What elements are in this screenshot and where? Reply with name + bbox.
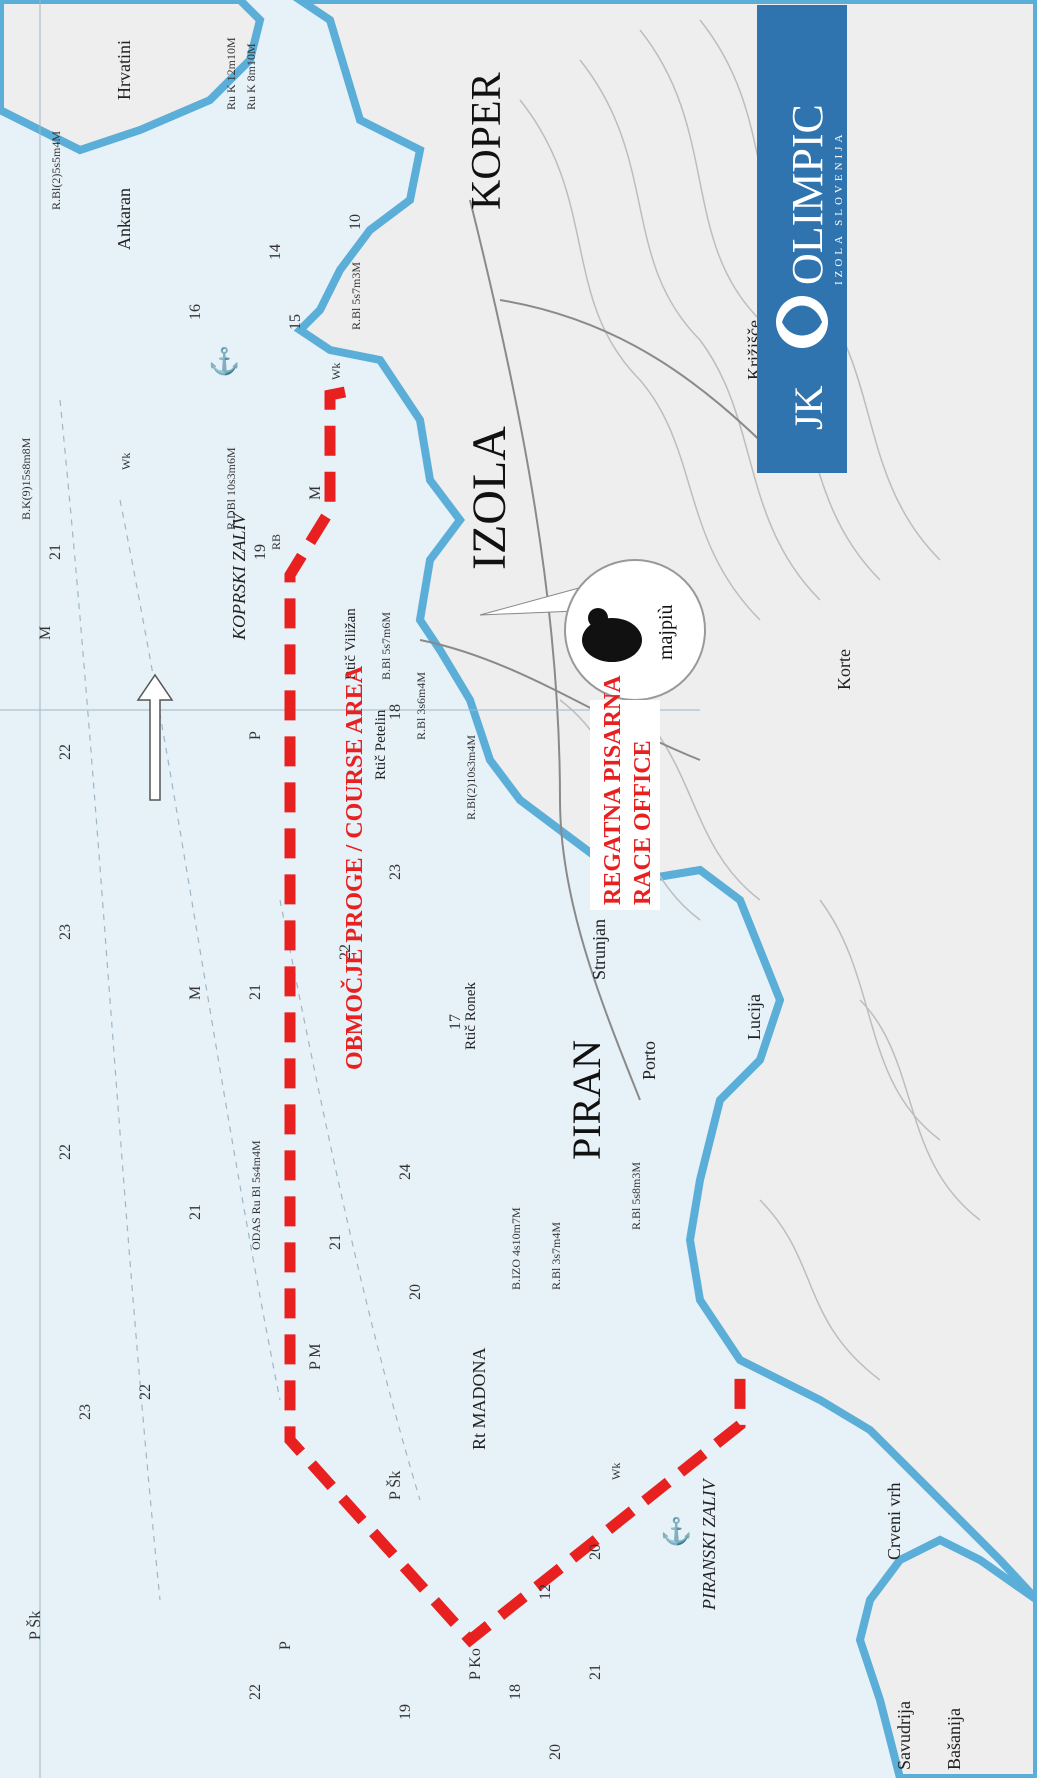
light-label: R.Bl 3s7m4M	[549, 1222, 563, 1290]
roads	[419, 199, 781, 1101]
bird-icon	[582, 618, 642, 662]
light-label: Ru K 8m10M	[244, 43, 258, 110]
depth-label: 17	[447, 1014, 464, 1030]
land-mainland	[292, 0, 1037, 1606]
light-label: R.Bl(2)5s5m4M	[49, 131, 63, 210]
depth-label: 22	[247, 1684, 264, 1700]
depth-label: 18	[387, 704, 404, 720]
race-office-line2: RACE OFFICE	[630, 740, 656, 905]
light-label: Wk	[329, 363, 343, 380]
town-label-ankaran: Ankaran	[114, 188, 134, 250]
town-label-savudrija: Savudrija	[894, 1701, 914, 1770]
depth-label: M	[307, 486, 324, 500]
town-label-crveni-vrh: Crveni vrh	[884, 1483, 904, 1560]
race-office-label-bg	[590, 700, 660, 910]
light-label: B.K(9)15s8m8M	[19, 437, 33, 520]
depth-label: M	[37, 626, 54, 640]
depth-label: P Šk	[385, 1471, 404, 1500]
light-label: Wk	[609, 1463, 623, 1480]
depth-label: 23	[387, 864, 404, 880]
course-area-boundary	[284, 386, 746, 1648]
cape-label-petelin: Rtič Petelin	[373, 709, 389, 780]
race-office-line1: REGATNA PISARNA	[600, 675, 626, 905]
depth-label: P	[277, 1641, 294, 1650]
depth-label: 22	[337, 944, 354, 960]
light-label: R.Bl 5s8m3M	[629, 1162, 643, 1230]
depth-label: 14	[267, 244, 284, 260]
cape-label-madona: Rt MADONA	[469, 1347, 489, 1450]
town-label-strunjan: Strunjan	[589, 919, 609, 980]
depth-label: 10	[347, 214, 364, 230]
town-label-lucija: Lucija	[744, 994, 764, 1040]
light-label: B.Bl 5s7m6M	[379, 612, 393, 680]
depth-label: 15	[287, 314, 304, 330]
depth-label: 23	[77, 1404, 94, 1420]
depth-label: 21	[327, 1234, 344, 1250]
depth-soundings: 21 22 23 22 21 22 23 21 22 20 19 18 17 1…	[25, 214, 604, 1760]
land-hrvatini	[0, 0, 265, 155]
logo-name: OLIMPIC	[783, 104, 832, 285]
light-characteristics: R.Bl(2)5s5m4M B.K(9)15s8m8M R.DBl 10s3m6…	[19, 37, 643, 1480]
depth-label: 20	[547, 1744, 564, 1760]
bird-head-icon	[588, 608, 608, 628]
town-label-hrvatini: Hrvatini	[114, 40, 134, 100]
logo-background	[757, 5, 847, 473]
light-label: RB	[269, 534, 283, 550]
anchor-icon: ⚓	[208, 346, 240, 376]
depth-label: P Ko	[467, 1648, 484, 1680]
light-label: Wk	[119, 453, 133, 470]
light-label: Ru K 12m10M	[224, 37, 238, 110]
depth-label: P M	[307, 1343, 324, 1370]
depth-label: 12	[537, 1584, 554, 1600]
light-label: R.Bl 3s6m4M	[414, 672, 428, 740]
north-arrow-icon	[136, 673, 174, 801]
bay-label-koprski: KOPRSKI ZALIV	[229, 511, 249, 641]
light-label: R.Bl(2)10s3m4M	[464, 735, 478, 820]
depth-label: 23	[57, 924, 74, 940]
depth-label: 22	[57, 1144, 74, 1160]
light-label: R.DBl 10s3m6M	[224, 447, 238, 530]
depth-label: 20	[407, 1284, 424, 1300]
town-label-koper: KOPER	[464, 72, 510, 210]
depth-label: 16	[187, 304, 204, 320]
depth-label: 21	[47, 544, 64, 560]
depth-label: 22	[57, 744, 74, 760]
light-label: B.IZO 4s10m7M	[509, 1207, 523, 1290]
depth-label: 18	[507, 1684, 524, 1700]
depth-label: M	[187, 986, 204, 1000]
cape-label-ronek: Rtič Ronek	[463, 982, 479, 1050]
depth-label: 21	[187, 1204, 204, 1220]
town-label-izola: IZOLA	[463, 426, 516, 570]
town-label-basanija: Bašanija	[944, 1708, 964, 1770]
depth-label: 19	[252, 544, 269, 560]
logo-wave-icon	[782, 305, 822, 336]
town-label-piran: PIRAN	[564, 1040, 609, 1160]
depth-label: P Šk	[25, 1611, 44, 1640]
town-label-portoroz: Porto	[639, 1041, 659, 1080]
club-logo: JK OLIMPIC IZOLA SLOVENIJA	[757, 5, 847, 473]
depth-label: P	[247, 731, 264, 740]
light-label: R.Bl 5s7m3M	[349, 262, 363, 330]
depth-label: 21	[587, 1664, 604, 1680]
logo-initials: JK	[786, 385, 831, 430]
town-label-korte: Korte	[834, 649, 854, 690]
land-south	[855, 1535, 1037, 1778]
cape-label-viliza: Rtič Viližan	[343, 608, 359, 680]
depth-label: 21	[247, 984, 264, 1000]
depth-label: 19	[397, 1704, 414, 1720]
bay-label-piranski: PIRANSKI ZALIV	[699, 1478, 719, 1611]
depth-label: 22	[137, 1384, 154, 1400]
sea-contours	[59, 399, 421, 1601]
depth-label: 24	[397, 1164, 414, 1180]
race-office-brand: majpiù	[655, 604, 677, 660]
logo-tagline: IZOLA SLOVENIJA	[833, 131, 845, 285]
light-label: ODAS Ru Bl 5s4m4M	[249, 1140, 263, 1250]
course-area-label: OBMOČJE PROGE / COURSE AREA	[341, 665, 368, 1070]
depth-label: 20	[587, 1544, 604, 1560]
anchor-icon: ⚓	[660, 1516, 692, 1546]
